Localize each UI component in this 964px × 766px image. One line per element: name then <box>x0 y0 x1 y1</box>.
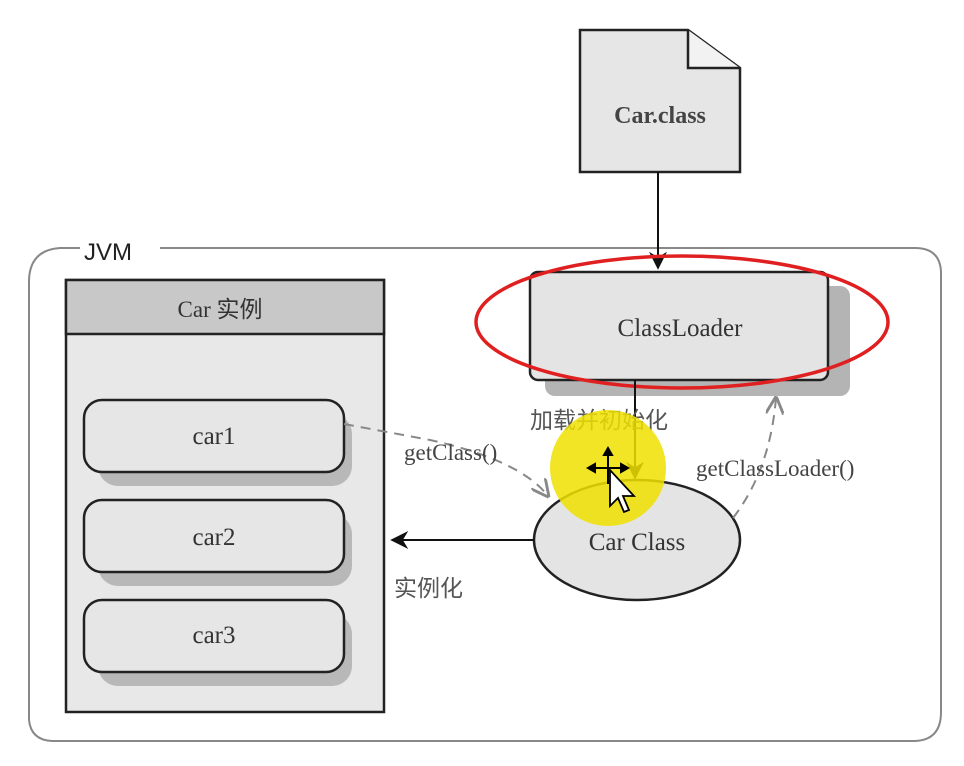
car-class-label: Car Class <box>589 529 686 556</box>
jvm-label: JVM <box>84 239 132 266</box>
classloader-label: ClassLoader <box>618 315 744 342</box>
instance-label: car2 <box>192 524 235 551</box>
mouse-cursor-overlay <box>550 410 666 526</box>
pointer-cursor-icon <box>609 467 637 514</box>
move-icon <box>585 445 631 484</box>
instance-label: car3 <box>192 622 235 649</box>
instances-panel: Car 实例 car1 car2 car3 <box>64 278 386 714</box>
highlight-ellipse <box>474 254 890 390</box>
instance-label: car1 <box>192 423 235 450</box>
instance-car3: car3 <box>82 598 352 686</box>
edge-label-getclassloader: getClassLoader() <box>696 456 854 481</box>
file-node-label: Car.class <box>614 103 706 129</box>
edge-label-getclass: getClass() <box>404 440 497 465</box>
edge-getclass <box>343 423 548 496</box>
car-class-file-node: Car.class <box>578 28 742 174</box>
instances-panel-title: Car 实例 <box>178 297 263 322</box>
classloader-node: ClassLoader <box>528 270 850 396</box>
edge-label-instantiate: 实例化 <box>394 575 463 601</box>
instance-car2: car2 <box>82 498 352 586</box>
instance-car1: car1 <box>82 398 352 486</box>
